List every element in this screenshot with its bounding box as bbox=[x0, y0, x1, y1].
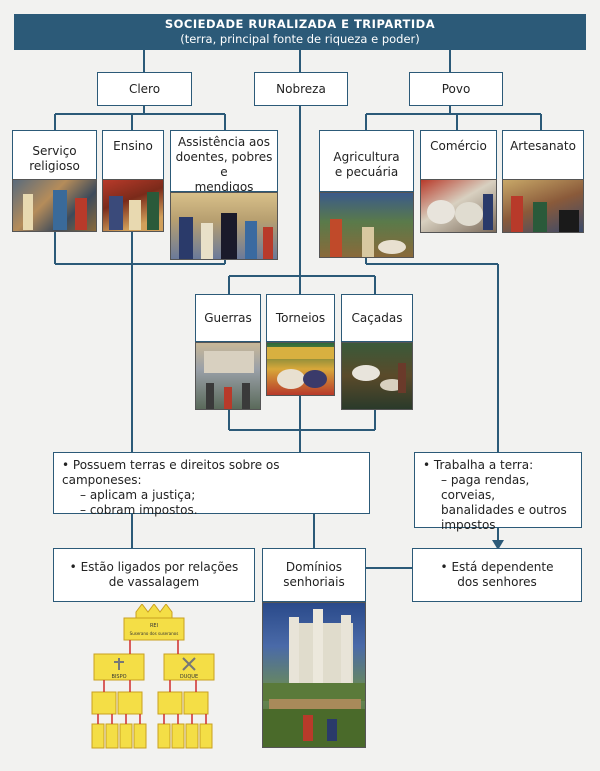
povo-work-item1: – paga rendas, corveias, bbox=[441, 473, 530, 502]
role-comercio: Comércio bbox=[420, 130, 497, 180]
dominios-box: Domínios senhoriais bbox=[262, 548, 366, 602]
role-assistencia: Assistência aos doentes, pobres e mendig… bbox=[170, 130, 278, 194]
povo-work-main: • Trabalha a terra: bbox=[423, 458, 534, 472]
activity-guerras: Guerras bbox=[195, 294, 261, 342]
pyramid-rei-label: REI bbox=[150, 623, 158, 629]
image-comercio bbox=[420, 179, 497, 233]
image-agricultura bbox=[319, 192, 414, 258]
role-comercio-label: Comércio bbox=[430, 139, 487, 153]
activity-torneios: Torneios bbox=[266, 294, 335, 342]
role-agri-line2: e pecuária bbox=[334, 165, 399, 179]
image-ensino bbox=[102, 179, 164, 232]
order-clero-label: Clero bbox=[128, 81, 161, 96]
povo-work-box: • Trabalha a terra: – paga rendas, corve… bbox=[414, 452, 582, 532]
povo-work-item2: banalidades e outros bbox=[441, 503, 567, 517]
order-nobreza-label: Nobreza bbox=[276, 81, 326, 96]
role-artesanato-label: Artesanato bbox=[510, 139, 576, 153]
activity-guerras-label: Guerras bbox=[204, 310, 252, 325]
privileges-item-impostos: – cobram impostos. bbox=[80, 503, 198, 517]
role-assist-line2: doentes, pobres e bbox=[175, 150, 273, 179]
dominios-line2: senhoriais bbox=[283, 575, 345, 589]
diagram-title: SOCIEDADE RURALIZADA E TRIPARTIDA (terra… bbox=[14, 14, 586, 50]
activity-cacadas-label: Caçadas bbox=[351, 310, 403, 325]
dominios-line1: Domínios bbox=[285, 560, 343, 574]
role-artesanato: Artesanato bbox=[502, 130, 584, 180]
role-agri-line1: Agricultura bbox=[333, 150, 400, 164]
nobility-clergy-privileges: • Possuem terras e direitos sobre os cam… bbox=[53, 452, 370, 517]
dependencia-box: • Está dependente dos senhores bbox=[412, 548, 582, 602]
pyramid-duque-label: DUQUE bbox=[180, 674, 198, 680]
image-assistencia bbox=[170, 192, 278, 260]
feudal-pyramid: REI Suserano dos suseranos BISPO DUQUE bbox=[91, 604, 215, 749]
activity-cacadas: Caçadas bbox=[341, 294, 413, 342]
role-assist-line1: Assistência aos bbox=[177, 135, 271, 149]
role-agricultura-pecuaria: Agricultura e pecuária bbox=[319, 130, 414, 192]
image-cacadas bbox=[341, 342, 413, 410]
pyramid-rei-sub-label: Suserano dos suseranos bbox=[130, 631, 179, 636]
privileges-main: • Possuem terras e direitos sobre os cam… bbox=[62, 458, 280, 487]
role-servico-religioso: Serviço religioso bbox=[12, 130, 97, 180]
role-servico-line1: Serviço bbox=[32, 144, 77, 158]
role-servico-line2: religioso bbox=[29, 159, 80, 173]
image-servico-religioso bbox=[12, 179, 97, 232]
role-ensino-label: Ensino bbox=[113, 139, 153, 153]
vassalage-line1: • Estão ligados por relações bbox=[69, 560, 239, 574]
subtitle-text: (terra, principal fonte de riqueza e pod… bbox=[180, 32, 420, 46]
povo-work-item3: impostos bbox=[441, 518, 496, 532]
order-clero: Clero bbox=[97, 72, 192, 106]
image-guerras bbox=[195, 342, 261, 410]
role-ensino: Ensino bbox=[102, 130, 164, 180]
dependencia-line2: dos senhores bbox=[457, 575, 537, 589]
dependencia-line1: • Está dependente bbox=[440, 560, 554, 574]
activity-torneios-label: Torneios bbox=[275, 310, 326, 325]
vassalage-line2: de vassalagem bbox=[108, 575, 200, 589]
image-torneios bbox=[266, 342, 335, 396]
privileges-item-justica: – aplicam a justiça; bbox=[80, 488, 196, 502]
order-povo-label: Povo bbox=[441, 81, 471, 96]
pyramid-bispo-label: BISPO bbox=[111, 674, 126, 680]
order-povo: Povo bbox=[409, 72, 503, 106]
vassalage-box: • Estão ligados por relações de vassalag… bbox=[53, 548, 255, 602]
image-dominios-senhoriais bbox=[262, 602, 366, 748]
title-text: SOCIEDADE RURALIZADA E TRIPARTIDA bbox=[164, 17, 436, 31]
order-nobreza: Nobreza bbox=[254, 72, 348, 106]
role-assist-line3: mendigos bbox=[194, 180, 254, 194]
image-artesanato bbox=[502, 179, 584, 233]
